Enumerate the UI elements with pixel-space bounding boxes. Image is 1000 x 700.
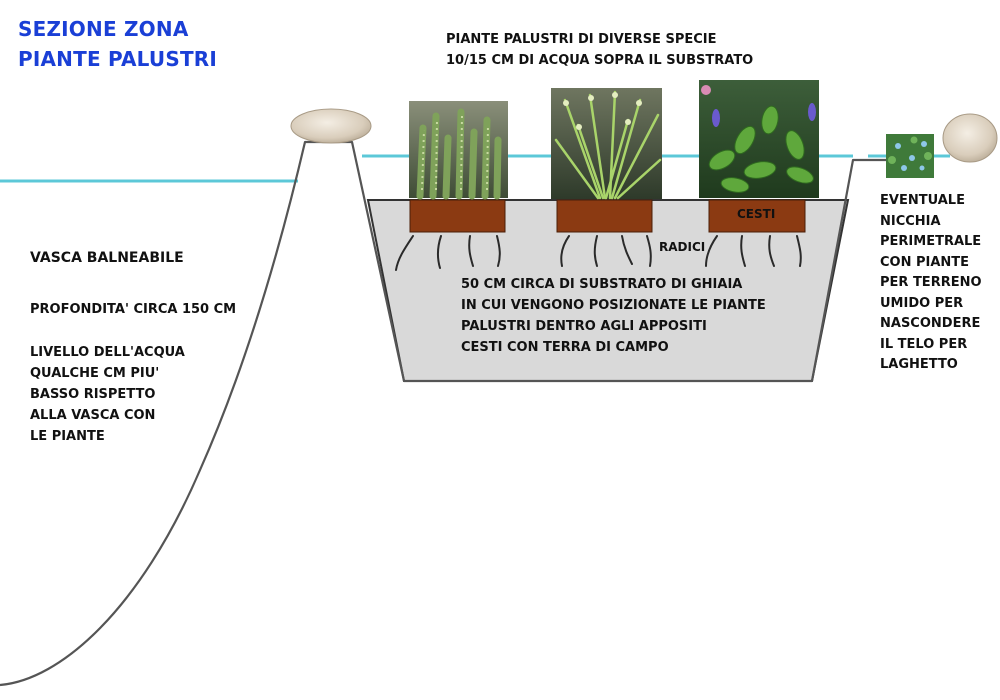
pool-name-label: VASCA BALNEABILE [30, 250, 184, 266]
pool-wall-profile [0, 140, 905, 687]
plant-photo-sedge [551, 88, 662, 200]
basket-3 [708, 199, 806, 233]
plant-photo-rush [409, 101, 508, 200]
niche-note-line: EVENTUALE [880, 193, 965, 208]
stone-niche [942, 113, 998, 163]
substrate-line: PALUSTRI DENTRO AGLI APPOSITI [461, 319, 707, 334]
plant-photo-pontederia [699, 80, 819, 198]
pool-water-level-note: LIVELLO DELL'ACQUA QUALCHE CM PIU' BASSO… [30, 342, 185, 447]
pool-depth-label: PROFONDITA' CIRCA 150 CM [30, 302, 237, 317]
baskets-label: CESTI [737, 207, 776, 221]
roots-label: RADICI [659, 240, 706, 254]
niche-note: EVENTUALE NICCHIA PERIMETRALE CON PIANTE… [880, 191, 982, 376]
substrate-line: IN CUI VENGONO POSIZIONATE LE PIANTE [461, 298, 766, 313]
pool-note-line: LE PIANTE [30, 429, 105, 444]
diagram-title: SEZIONE ZONA PIANTE PALUSTRI [18, 14, 217, 74]
plants-header-line-1: PIANTE PALUSTRI DI DIVERSE SPECIE [446, 32, 717, 47]
substrate-line: CESTI CON TERRA DI CAMPO [461, 340, 669, 355]
substrate-line: 50 CM CIRCA DI SUBSTRATO DI GHIAIA [461, 277, 743, 292]
basket-2 [556, 199, 653, 233]
niche-note-line: NASCONDERE [880, 316, 981, 331]
roots [395, 235, 802, 271]
substrate-description: 50 CM CIRCA DI SUBSTRATO DI GHIAIA IN CU… [461, 274, 766, 358]
plants-header: PIANTE PALUSTRI DI DIVERSE SPECIE 10/15 … [446, 29, 753, 71]
plants-header-line-2: 10/15 CM DI ACQUA SOPRA IL SUBSTRATO [446, 53, 754, 68]
niche-note-line: UMIDO PER [880, 295, 964, 311]
pool-note-line: BASSO RISPETTO [30, 387, 156, 402]
pool-note-line: QUALCHE CM PIU' [30, 366, 160, 381]
pool-note-line: ALLA VASCA CON [30, 408, 156, 423]
niche-note-line: NICCHIA [880, 213, 941, 229]
niche-note-line: LAGHETTO [880, 357, 958, 372]
niche-note-line: PER TERRENO [880, 275, 982, 290]
basket-1 [409, 199, 506, 233]
stone-divider [290, 108, 372, 144]
niche-note-line: PERIMETRALE [880, 234, 982, 249]
title-line-1: SEZIONE ZONA [18, 17, 189, 41]
niche-note-line: IL TELO PER [880, 336, 968, 352]
niche-note-line: CON PIANTE [880, 254, 970, 270]
title-line-2: PIANTE PALUSTRI [18, 47, 218, 71]
plant-photo-niche [886, 134, 934, 178]
pool-note-line: LIVELLO DELL'ACQUA [30, 345, 185, 360]
